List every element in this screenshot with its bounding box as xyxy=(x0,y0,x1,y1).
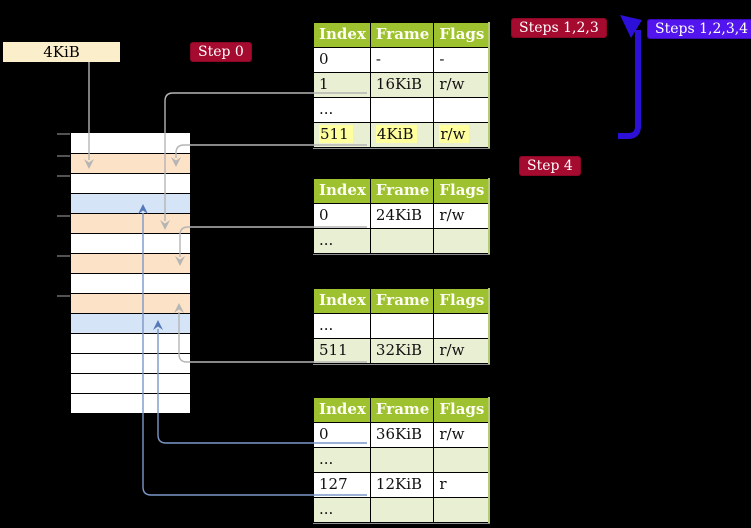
table-cell: 511 xyxy=(313,338,371,364)
column-header: Frame xyxy=(369,178,435,204)
memory-row-blue xyxy=(71,193,190,213)
table-cell xyxy=(369,313,435,339)
table-cell: r/w xyxy=(433,72,490,98)
step-0-badge: Step 0 xyxy=(190,42,252,62)
table-cell: 4KiB xyxy=(369,122,435,148)
memory-row-blue xyxy=(71,313,190,333)
table-row: 511 4KiB r/w xyxy=(313,122,490,148)
table-row: 0-- xyxy=(313,47,490,73)
table-cell: ... xyxy=(313,313,371,339)
table-cell xyxy=(433,97,490,123)
memory-row-white xyxy=(71,233,190,253)
column-header: Frame xyxy=(369,288,435,314)
steps-1234-badge: Steps 1,2,3,4 xyxy=(647,19,751,39)
frame-size-label: 4KiB xyxy=(3,42,120,62)
physical-memory-strip xyxy=(71,133,190,413)
table-cell: ... xyxy=(313,97,371,123)
table-cell: - xyxy=(433,47,490,73)
column-header: Index xyxy=(313,178,371,204)
table-cell: 127 xyxy=(313,472,371,498)
table-cell: r/w xyxy=(433,338,490,364)
table-cell: 0 xyxy=(313,203,371,229)
table-cell: r/w xyxy=(433,203,490,229)
table-row: ... xyxy=(313,313,490,339)
table-cell xyxy=(369,228,435,254)
table-cell: ... xyxy=(313,447,371,473)
table-cell xyxy=(369,97,435,123)
table-cell: 0 xyxy=(313,422,371,448)
memory-row-white xyxy=(71,173,190,193)
table-cell xyxy=(433,447,490,473)
table-cell: 511 xyxy=(313,122,371,148)
table-cell: r xyxy=(433,472,490,498)
table-cell xyxy=(369,447,435,473)
memory-row-white xyxy=(71,393,190,413)
table-cell: 0 xyxy=(313,47,371,73)
column-header: Index xyxy=(313,397,371,423)
table-row: ... xyxy=(313,97,490,123)
steps-123-badge: Steps 1,2,3 xyxy=(511,18,607,38)
table-cell xyxy=(433,228,490,254)
column-header: Flags xyxy=(433,178,490,204)
memory-row-orange xyxy=(71,153,190,173)
column-header: Flags xyxy=(433,397,490,423)
table-cell: 12KiB xyxy=(369,472,435,498)
highlighted-value: 511 xyxy=(319,125,353,143)
column-header: Index xyxy=(313,288,371,314)
highlighted-value: 4KiB xyxy=(375,125,418,143)
table-cell: 24KiB xyxy=(369,203,435,229)
memory-row-orange xyxy=(71,213,190,233)
memory-row-orange xyxy=(71,293,190,313)
step-4-badge: Step 4 xyxy=(519,156,581,176)
table-row: ... xyxy=(313,497,490,523)
table-cell: 16KiB xyxy=(369,72,435,98)
table-cell: 36KiB xyxy=(369,422,435,448)
memory-row-white xyxy=(71,373,190,393)
table-cell: 1 xyxy=(313,72,371,98)
table-cell: r/w xyxy=(433,422,490,448)
table-cell xyxy=(369,497,435,523)
table-row: ... xyxy=(313,228,490,254)
highlighted-value: r/w xyxy=(439,125,470,143)
table-row: ... xyxy=(313,447,490,473)
loop-repeat-arrow xyxy=(618,15,642,139)
table-cell: - xyxy=(369,47,435,73)
memory-row-white xyxy=(71,333,190,353)
table-cell xyxy=(433,497,490,523)
loop-arrowhead-icon xyxy=(620,15,642,38)
table-cell: 32KiB xyxy=(369,338,435,364)
column-header: Flags xyxy=(433,22,490,48)
memory-row-white xyxy=(71,133,190,153)
column-header: Frame xyxy=(369,22,435,48)
table-cell: r/w xyxy=(433,122,490,148)
column-header: Index xyxy=(313,22,371,48)
table-cell xyxy=(433,313,490,339)
memory-row-orange xyxy=(71,253,190,273)
column-header: Frame xyxy=(369,397,435,423)
strip-tick-marks xyxy=(57,133,70,297)
table-cell: ... xyxy=(313,228,371,254)
column-header: Flags xyxy=(433,288,490,314)
memory-row-white xyxy=(71,273,190,293)
table-cell: ... xyxy=(313,497,371,523)
memory-row-white xyxy=(71,353,190,373)
